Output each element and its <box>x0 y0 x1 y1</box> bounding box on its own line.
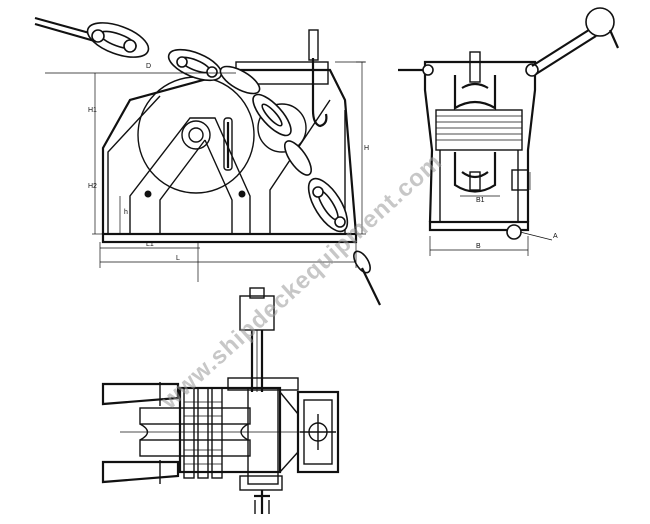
label-h: H <box>364 145 369 152</box>
label-h3: h <box>124 209 128 216</box>
label-a: A <box>553 233 558 240</box>
label-h2: H2 <box>88 183 97 190</box>
label-d: D <box>146 63 151 70</box>
plan-view <box>101 287 340 514</box>
end-view: B B1 A <box>398 7 620 256</box>
watermark-text: www.shipdeckequipment.com <box>155 148 447 415</box>
label-b: B <box>476 243 481 250</box>
label-l1: L1 <box>146 241 154 248</box>
label-h1: H1 <box>88 107 97 114</box>
label-l: L <box>176 255 180 262</box>
side-view: H1 H2 h L1 L H D <box>34 16 381 306</box>
label-b1: B1 <box>476 197 485 204</box>
